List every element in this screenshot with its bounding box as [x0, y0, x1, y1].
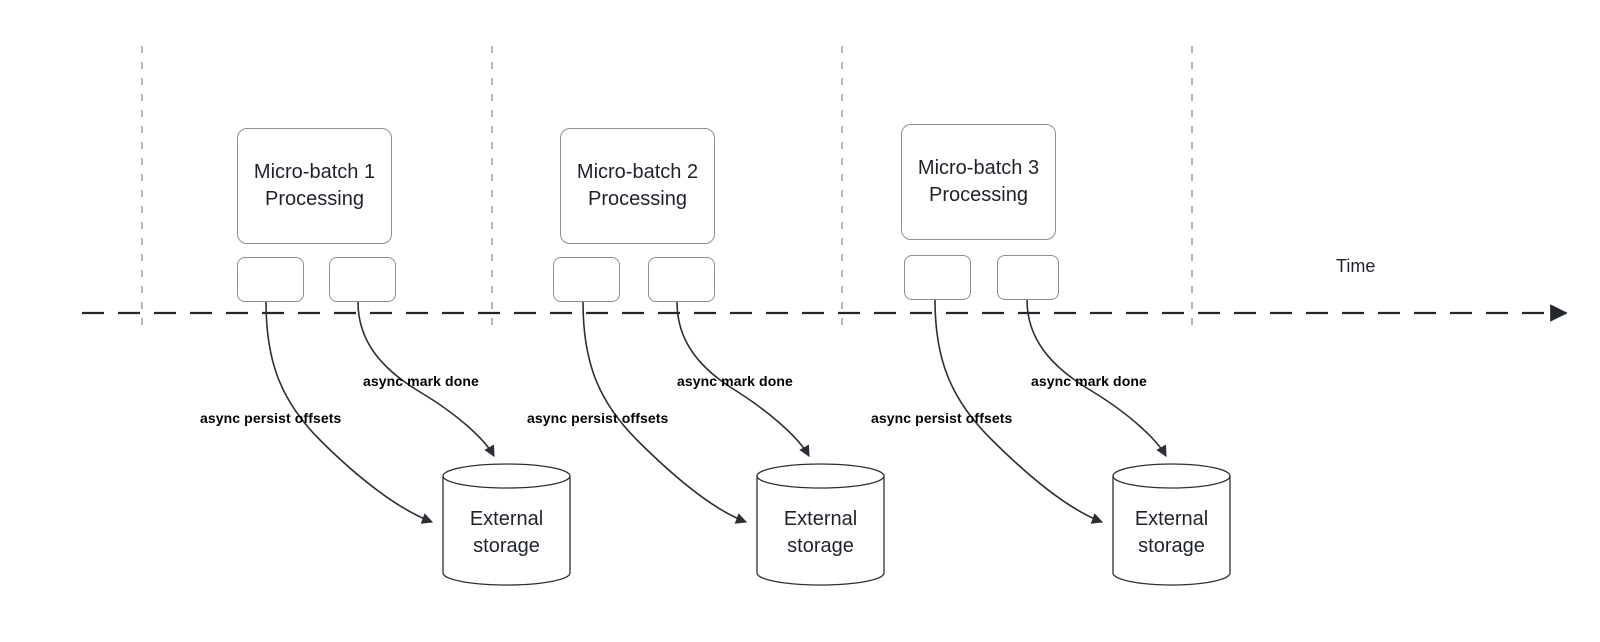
edge-mark-done-3 [1026, 299, 1167, 457]
edge-persist-offsets-1 [265, 301, 434, 524]
external-storage-shape-2 [756, 463, 885, 586]
edge-label-mark-done-2: async mark done [677, 373, 793, 389]
mini-task-box-1b[interactable] [329, 257, 396, 302]
edge-mark-done-1 [357, 301, 495, 457]
edge-mark-done-2 [676, 301, 810, 457]
mini-task-box-2a[interactable] [553, 257, 620, 302]
process-box-label: Micro-batch 1 Processing [253, 161, 376, 210]
mini-task-box-1a[interactable] [237, 257, 304, 302]
external-storage-shape-3 [1112, 463, 1231, 586]
edge-persist-offsets-2 [582, 301, 748, 524]
mini-task-box-3b[interactable] [997, 255, 1059, 300]
process-box-microbatch-3[interactable]: Micro-batch 3 Processing [901, 124, 1056, 240]
process-box-microbatch-2[interactable]: Micro-batch 2 Processing [560, 128, 715, 244]
process-box-label: Micro-batch 2 Processing [576, 161, 699, 210]
mini-task-box-2b[interactable] [648, 257, 715, 302]
time-axis-label: Time [1336, 256, 1376, 276]
external-storage-shape-1 [442, 463, 571, 586]
edge-label-mark-done-1: async mark done [363, 373, 479, 389]
edge-label-persist-offsets-2: async persist offsets [527, 410, 669, 426]
edge-label-mark-done-3: async mark done [1031, 373, 1147, 389]
edge-label-persist-offsets-3: async persist offsets [871, 410, 1013, 426]
edge-persist-offsets-3 [934, 299, 1104, 524]
mini-task-box-3a[interactable] [904, 255, 971, 300]
process-box-label: Micro-batch 3 Processing [917, 157, 1040, 206]
edge-label-persist-offsets-1: async persist offsets [200, 410, 342, 426]
process-box-microbatch-1[interactable]: Micro-batch 1 Processing [237, 128, 392, 244]
